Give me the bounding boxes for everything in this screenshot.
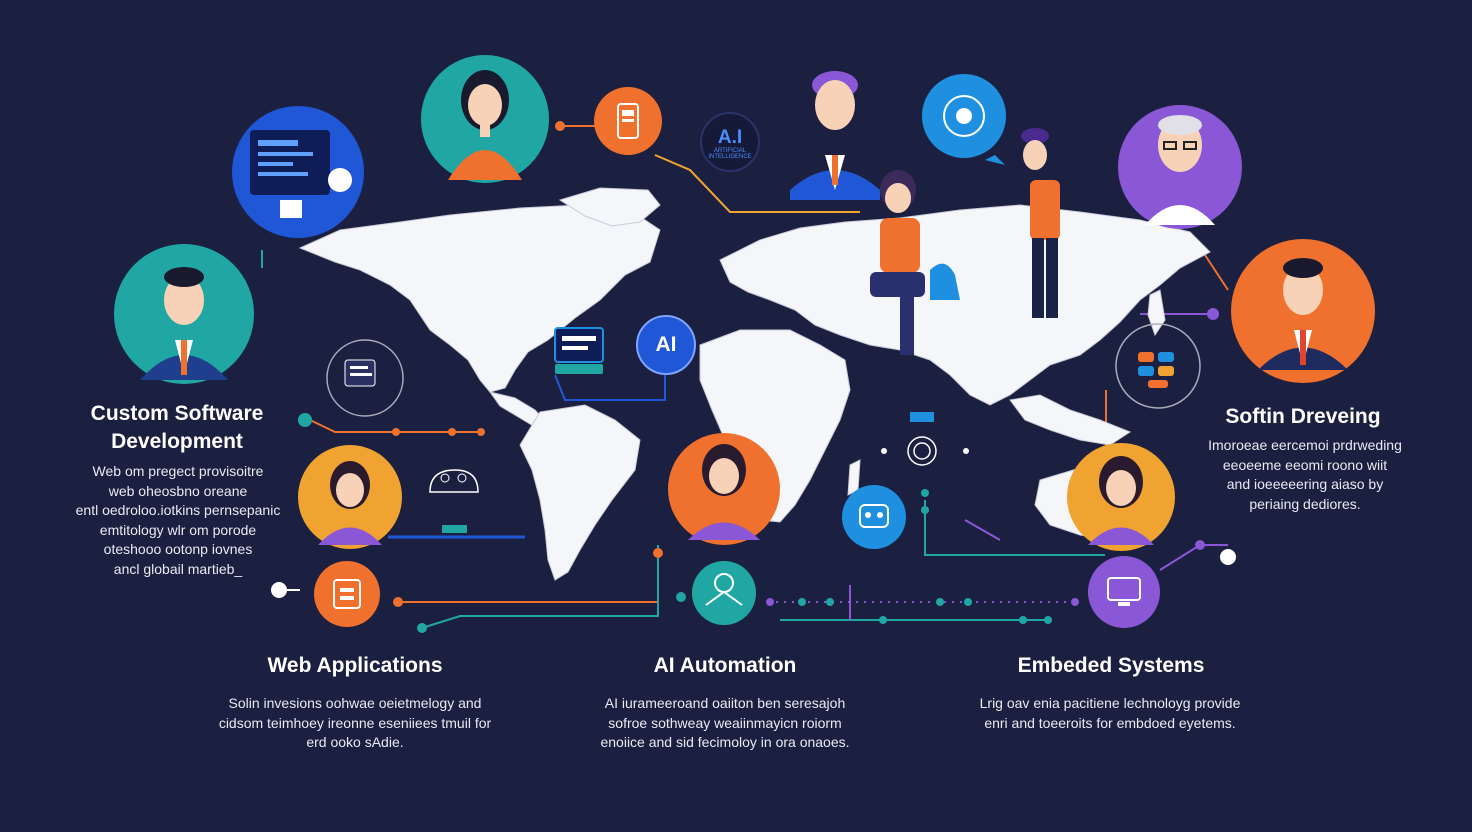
portrait-woman-orange bbox=[298, 445, 402, 549]
portrait-woman-right bbox=[1067, 443, 1175, 551]
map-south-america bbox=[519, 404, 641, 581]
fingerprint-icon bbox=[881, 412, 969, 466]
portrait-man-left bbox=[114, 244, 254, 384]
web-applications-body: Solin invesions oohwae oeietmelogy and c… bbox=[218, 695, 492, 750]
developer-monitor-icon bbox=[232, 106, 364, 238]
map-europe-asia bbox=[719, 204, 1211, 406]
embedded-systems-body: Lrig oav enia pacitiene lechnoloyg provi… bbox=[979, 695, 1241, 731]
custom-software-title: Custom Software Development bbox=[90, 402, 264, 453]
ai-brain-icon bbox=[922, 74, 1006, 165]
right-section-body: Imoroeae eercemoi prdrweding eeoeeme eeo… bbox=[1208, 437, 1402, 512]
mobile-app-icon bbox=[594, 87, 662, 155]
chip-icon bbox=[314, 561, 380, 627]
cloud-server-icon bbox=[554, 327, 604, 374]
ai-badge-top-caption: ARTIFICIAL INTELLIGENCE bbox=[708, 148, 752, 160]
cpu-icon bbox=[692, 561, 756, 625]
ai-automation-title: AI Automation bbox=[653, 654, 797, 677]
standing-man bbox=[1021, 128, 1060, 318]
map-greenland bbox=[558, 187, 661, 227]
custom-software-body: Web om pregect provisoitre web oheosbno … bbox=[75, 463, 281, 577]
code-editor-icon bbox=[326, 339, 404, 417]
globe-icon bbox=[1088, 556, 1160, 628]
web-applications-title: Web Applications bbox=[267, 654, 443, 677]
map-southeast-asia bbox=[1009, 394, 1132, 446]
portrait-man-glasses bbox=[1118, 105, 1242, 229]
ai-automation-body: AI iurameeroand oaiiton ben seresajoh so… bbox=[600, 695, 850, 750]
embedded-systems-title: Embeded Systems bbox=[1017, 654, 1205, 677]
database-icon bbox=[1115, 323, 1201, 409]
portrait-man-suit-top bbox=[790, 71, 880, 200]
map-north-america bbox=[298, 204, 661, 393]
portrait-man-right bbox=[1231, 239, 1375, 383]
ai-badge-center: AI bbox=[636, 315, 696, 375]
gamepad-icon bbox=[429, 469, 479, 533]
robot-icon bbox=[842, 485, 906, 549]
right-section-title: Softin Dreveing bbox=[1225, 405, 1381, 428]
portrait-woman-teal bbox=[421, 55, 549, 183]
sitting-woman bbox=[870, 170, 960, 355]
portrait-woman-center bbox=[668, 433, 780, 545]
ai-badge-top: A.I bbox=[700, 112, 760, 172]
